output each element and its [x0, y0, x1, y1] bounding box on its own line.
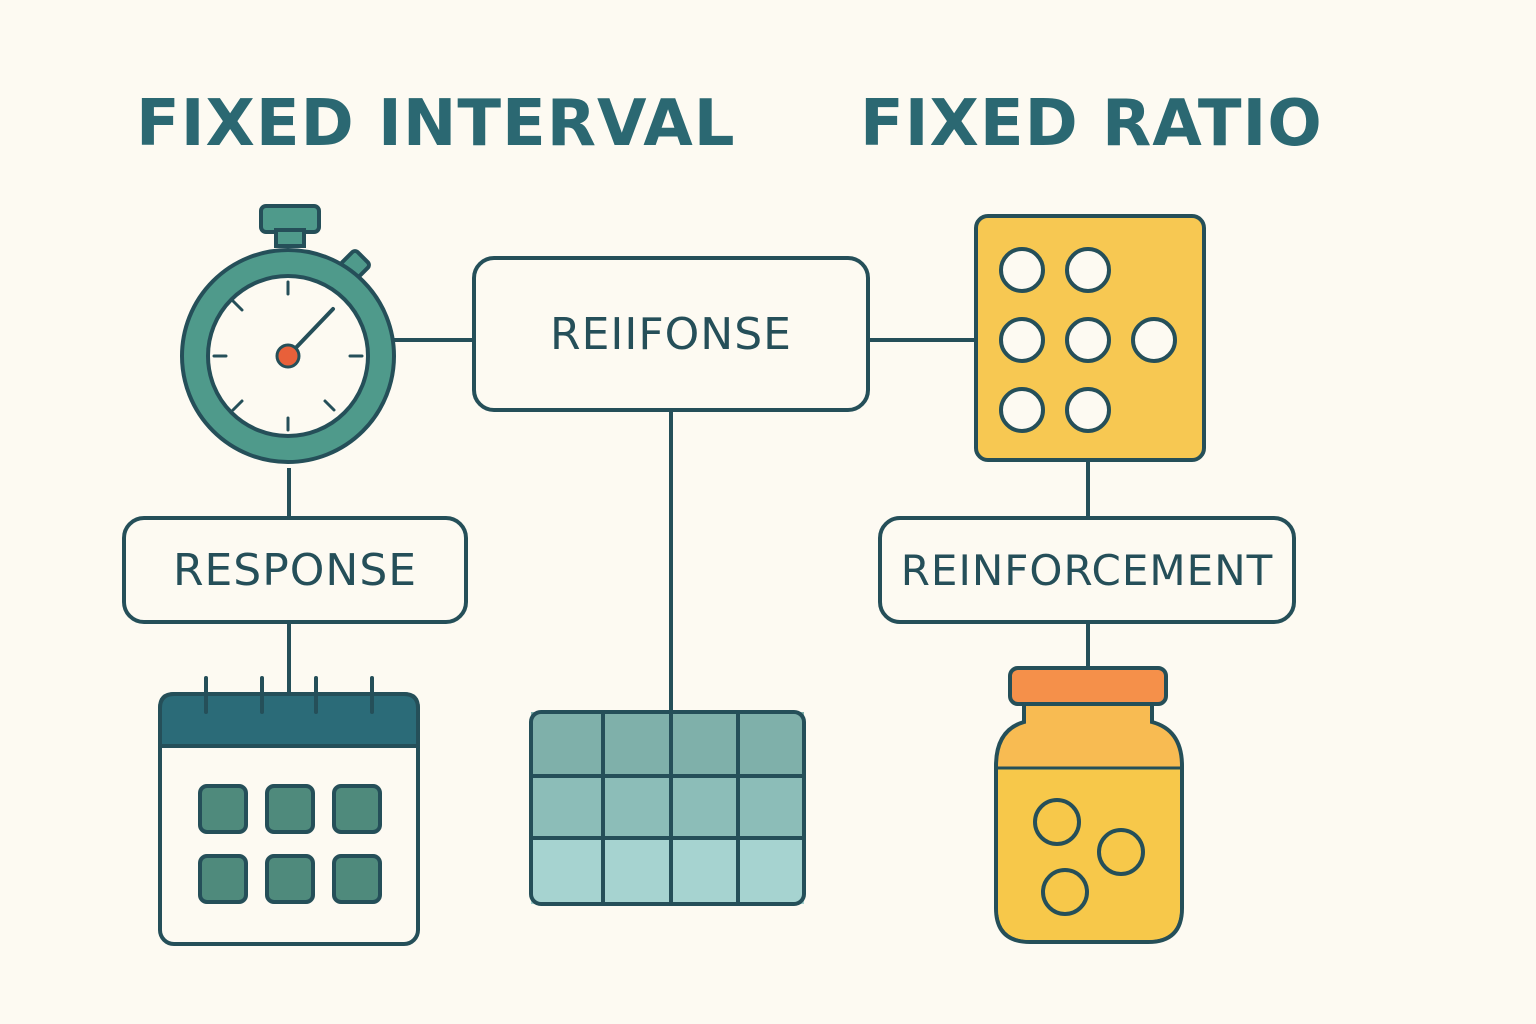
grid-table-icon: [529, 710, 806, 906]
jar-ball: [1033, 798, 1081, 846]
dot: [1065, 387, 1111, 433]
calendar-header: [158, 692, 420, 748]
heading-fixed-ratio: FIXED RATIO: [860, 87, 1323, 161]
connector-lines: [287, 338, 1090, 712]
stopwatch-stem: [274, 228, 306, 248]
tick-7-30: [231, 399, 244, 412]
dot: [999, 247, 1045, 293]
grid-row-middle: [531, 776, 804, 838]
stopwatch-ticks: [212, 280, 364, 432]
calendar-cells: [198, 784, 382, 904]
jar-ball: [1097, 828, 1145, 876]
jar-icon: [994, 666, 1184, 944]
dot: [1065, 317, 1111, 363]
jar-contents: [998, 768, 1180, 940]
heading-fixed-interval: FIXED INTERVAL: [136, 87, 736, 161]
calendar-cell: [332, 854, 382, 904]
jar-lid: [1008, 666, 1168, 706]
dot: [1131, 317, 1177, 363]
stopwatch-pivot: [275, 343, 301, 369]
calendar-cell: [332, 784, 382, 834]
box-response-label: RESPONSE: [122, 516, 468, 624]
stopwatch-icon: [180, 204, 396, 464]
dot: [999, 387, 1045, 433]
calendar-rings: [204, 676, 374, 714]
tick-1-30: [231, 299, 244, 312]
tick-4-30: [323, 399, 336, 412]
calendar-cell: [265, 784, 315, 834]
box-reinforcement-label: REINFORCEMENT: [878, 516, 1296, 624]
calendar-cell: [265, 854, 315, 904]
dot-card-dots: [999, 247, 1177, 433]
box-center-label: REIIFONSE: [472, 256, 870, 412]
calendar-cell: [198, 784, 248, 834]
jar-ball: [1041, 868, 1089, 916]
calendar-icon: [158, 676, 420, 946]
dot: [1065, 247, 1111, 293]
calendar-cell: [198, 854, 248, 904]
dot-card-icon: [974, 214, 1206, 462]
grid-row-top: [531, 712, 804, 776]
grid-frame: [529, 710, 806, 906]
dot: [999, 317, 1045, 363]
grid-row-bottom: [531, 838, 804, 904]
